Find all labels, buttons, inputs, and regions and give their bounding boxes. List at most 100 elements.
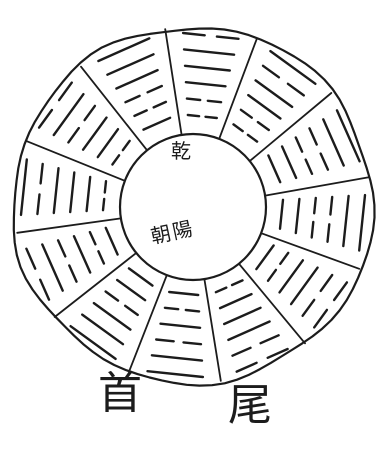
yang-line bbox=[161, 324, 201, 328]
caption-head-character: 首 bbox=[98, 372, 142, 416]
yang-line bbox=[268, 156, 280, 183]
yin-line-left bbox=[98, 251, 104, 263]
yang-line bbox=[256, 80, 293, 107]
yin-line-right bbox=[85, 106, 95, 120]
yin-line-right bbox=[165, 308, 178, 309]
center-top-label: 乾 bbox=[171, 141, 191, 161]
yin-line-left bbox=[296, 138, 302, 152]
yang-line bbox=[323, 119, 343, 165]
yin-line-right bbox=[288, 84, 304, 96]
yin-line-right bbox=[208, 101, 221, 102]
yang-line bbox=[116, 70, 157, 88]
yin-line-right bbox=[58, 240, 65, 256]
yin-line-left bbox=[125, 306, 138, 315]
yin-line-right bbox=[106, 292, 119, 301]
yin-line-left bbox=[261, 335, 279, 343]
yin-line-right bbox=[154, 102, 166, 108]
yin-line-right bbox=[258, 122, 269, 130]
yang-line bbox=[220, 294, 251, 308]
yin-line-right bbox=[312, 222, 314, 238]
yang-line bbox=[185, 66, 230, 71]
yang-line bbox=[343, 196, 348, 246]
yang-line bbox=[296, 199, 300, 233]
yin-line-left bbox=[280, 253, 288, 264]
yin-line-left bbox=[234, 124, 243, 131]
yin-line-right bbox=[328, 224, 330, 242]
inner-circle bbox=[120, 134, 266, 280]
sector-divider bbox=[250, 93, 332, 161]
yin-line-left bbox=[188, 115, 199, 116]
yin-line-right bbox=[233, 348, 251, 356]
yang-line bbox=[54, 168, 59, 213]
yang-line bbox=[291, 268, 318, 305]
yin-line-right bbox=[306, 160, 312, 174]
yin-line-right bbox=[217, 37, 239, 39]
trigram-wheel bbox=[14, 29, 375, 386]
yang-line bbox=[280, 200, 283, 229]
yin-line-right bbox=[268, 270, 276, 281]
yang-line bbox=[282, 147, 296, 178]
yin-line-left bbox=[40, 280, 49, 300]
yin-line-left bbox=[314, 198, 316, 213]
yin-line-right bbox=[156, 340, 174, 342]
yin-line-left bbox=[187, 99, 200, 100]
yin-line-right bbox=[105, 181, 106, 192]
yang-line bbox=[144, 118, 171, 130]
yin-line-right bbox=[26, 249, 35, 269]
yin-line-left bbox=[232, 280, 242, 285]
yin-line-left bbox=[184, 342, 202, 344]
yang-line bbox=[21, 160, 27, 215]
yin-line-left bbox=[321, 275, 333, 291]
yin-line-left bbox=[69, 266, 76, 282]
yang-line bbox=[248, 95, 280, 118]
yang-line bbox=[148, 371, 203, 377]
yang-line bbox=[169, 292, 198, 295]
yang-line bbox=[152, 355, 202, 360]
yin-line-right bbox=[216, 288, 226, 293]
yin-line-left bbox=[37, 194, 39, 214]
yin-line-left bbox=[241, 110, 252, 118]
yang-line bbox=[224, 308, 260, 324]
yang-line bbox=[186, 82, 226, 86]
yang-line bbox=[70, 173, 74, 213]
yin-line-right bbox=[321, 154, 328, 170]
sector-divider bbox=[204, 279, 220, 381]
yin-line-right bbox=[148, 86, 162, 92]
yin-line-right bbox=[237, 363, 257, 372]
yang-line bbox=[184, 49, 234, 54]
yin-line-right bbox=[41, 164, 43, 184]
yang-line bbox=[87, 177, 91, 211]
yin-line-left bbox=[330, 197, 332, 215]
sector-divider bbox=[17, 218, 121, 232]
yin-line-left bbox=[68, 128, 78, 142]
yin-line-left bbox=[183, 33, 205, 35]
yin-line-left bbox=[263, 66, 279, 78]
yang-line bbox=[71, 326, 116, 359]
yin-line-right bbox=[90, 232, 96, 244]
yin-line-right bbox=[248, 135, 257, 142]
yang-line bbox=[228, 322, 269, 340]
yin-line-left bbox=[186, 310, 199, 311]
yin-line-left bbox=[112, 155, 119, 164]
yang-line bbox=[117, 280, 145, 300]
yang-line bbox=[42, 245, 62, 291]
yang-line bbox=[74, 236, 90, 272]
yang-line bbox=[256, 246, 273, 270]
sector-divider bbox=[265, 177, 369, 195]
yin-line-left bbox=[334, 282, 347, 300]
yin-line-right bbox=[123, 141, 130, 150]
yin-line-left bbox=[126, 96, 140, 102]
yang-line bbox=[98, 129, 118, 157]
yang-line bbox=[98, 38, 149, 61]
yang-line bbox=[359, 195, 365, 250]
yang-line bbox=[106, 228, 118, 255]
yang-line bbox=[107, 54, 153, 74]
yin-line-left bbox=[103, 199, 104, 210]
yin-line-left bbox=[135, 110, 147, 116]
yin-line-left bbox=[310, 128, 317, 144]
yang-line bbox=[129, 268, 153, 285]
yang-line bbox=[83, 118, 106, 150]
caption-tail-character: 尾 bbox=[228, 384, 272, 428]
yin-line-right bbox=[206, 117, 217, 118]
yang-line bbox=[280, 260, 303, 292]
